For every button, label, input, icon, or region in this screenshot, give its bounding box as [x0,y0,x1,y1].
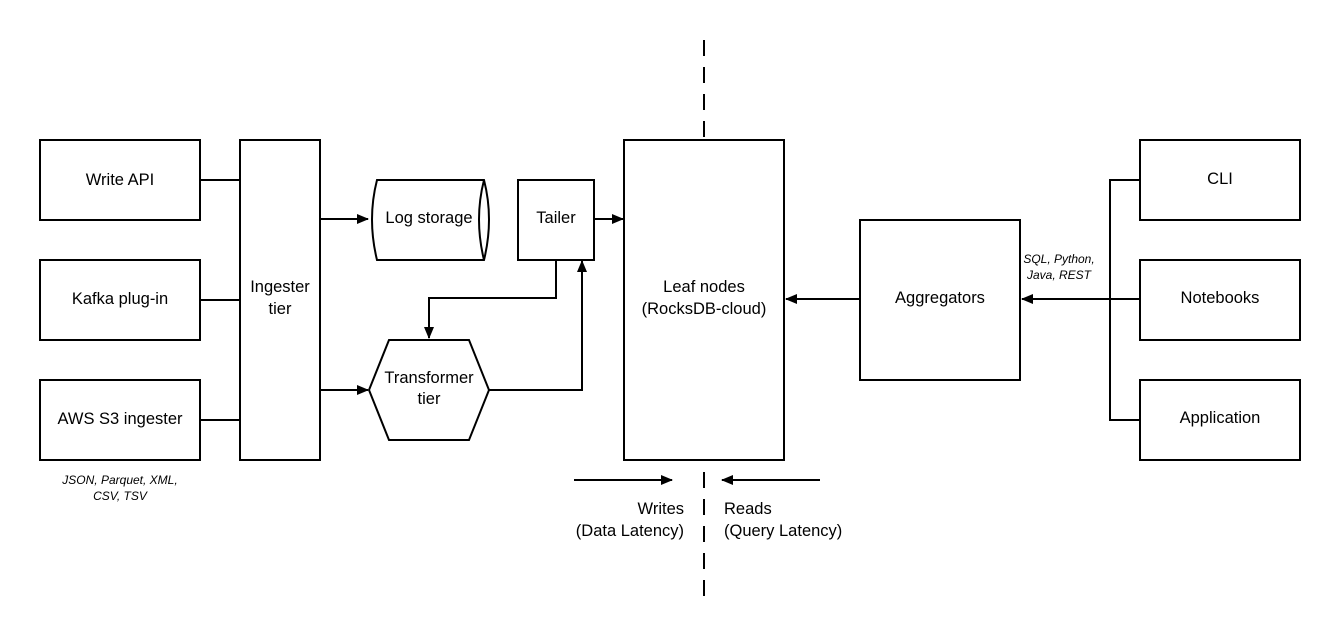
cli-label: CLI [1207,170,1233,188]
s3-ingester-label: AWS S3 ingester [57,410,183,428]
protocols-note-line2: Java, REST [1026,268,1093,282]
transformer-tier-hexagon [367,339,491,441]
tailer-box [517,179,595,261]
s3-ingester-box [39,379,201,461]
application-label: Application [1180,409,1261,427]
reads-label-line2: (Query Latency) [724,522,842,540]
notebooks-label: Notebooks [1181,289,1260,307]
reads-label-line1: Reads [724,500,772,518]
ingester-tier-box [239,139,321,461]
arrow-tailer-to-transformer [424,260,557,339]
kafka-plugin-label: Kafka plug-in [72,290,168,308]
formats-note-line1: JSON, Parquet, XML, [61,473,177,487]
arrow-transformer-to-tailer [489,260,587,391]
protocols-note-line1: SQL, Python, [1023,252,1094,266]
writes-label-line1: Writes [638,500,684,518]
log-storage-cylinder [371,179,490,261]
ingester-tier-label-line2: tier [269,300,292,318]
ingester-tier-label-line1: Ingester [250,278,310,296]
transformer-tier-label-line2: tier [418,390,441,408]
writes-label-line2: (Data Latency) [576,522,684,540]
transformer-tier-label-line1: Transformer [384,369,474,387]
tailer-label: Tailer [536,209,576,227]
cli-box [1139,139,1301,221]
leaf-nodes-label-line1: Leaf nodes [663,278,745,296]
write-api-label: Write API [86,171,154,189]
write-api-box [39,139,201,221]
formats-note-line2: CSV, TSV [93,489,148,503]
log-storage-label: Log storage [385,209,472,227]
kafka-plugin-box [39,259,201,341]
aggregators-label: Aggregators [895,289,985,307]
notebooks-box [1139,259,1301,341]
application-box [1139,379,1301,461]
leaf-nodes-label-line2: (RocksDB-cloud) [642,300,767,318]
aggregators-box [859,219,1021,381]
leaf-nodes-box [623,139,785,461]
